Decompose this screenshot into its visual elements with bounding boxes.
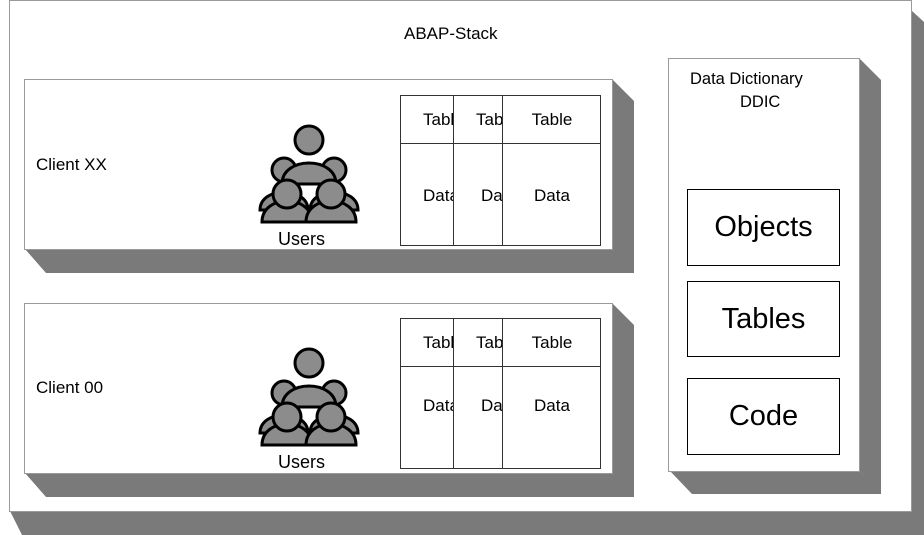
table-body: Data [481, 186, 502, 205]
table-body: Data [423, 186, 453, 205]
table-header: Table [531, 110, 573, 129]
users-icon [258, 124, 360, 224]
table-body: Data [481, 396, 502, 415]
ddic-tables-box: Tables [687, 281, 840, 357]
users-icon [258, 347, 360, 447]
table-divider [502, 318, 503, 469]
table-body: Data [534, 396, 570, 415]
client-00-name: Client 00 [36, 378, 104, 397]
table-header: Table [423, 110, 453, 129]
table-divider [502, 95, 503, 246]
table-header: Table [476, 333, 502, 352]
table-header: Table [531, 333, 573, 352]
client-xx-name: Client XX [36, 155, 107, 174]
table-header-divider [400, 143, 601, 144]
ddic-subtitle: DDIC [740, 93, 781, 111]
client-00-users-label: Users [278, 452, 326, 472]
table-divider [453, 95, 454, 246]
table-header-divider [400, 366, 601, 367]
table-header: Table [476, 110, 502, 129]
table-stack-frame [400, 95, 601, 246]
ddic-code-box: Code [687, 378, 840, 455]
table-header: Table [423, 333, 453, 352]
table-stack-frame [400, 318, 601, 469]
table-body: Data [423, 396, 453, 415]
table-body: Data [534, 186, 570, 205]
ddic-objects-box: Objects [687, 189, 840, 266]
abap-stack-title: ABAP-Stack [404, 24, 498, 43]
table-divider [453, 318, 454, 469]
client-xx-users-label: Users [278, 229, 326, 249]
ddic-title: Data Dictionary [690, 70, 803, 88]
